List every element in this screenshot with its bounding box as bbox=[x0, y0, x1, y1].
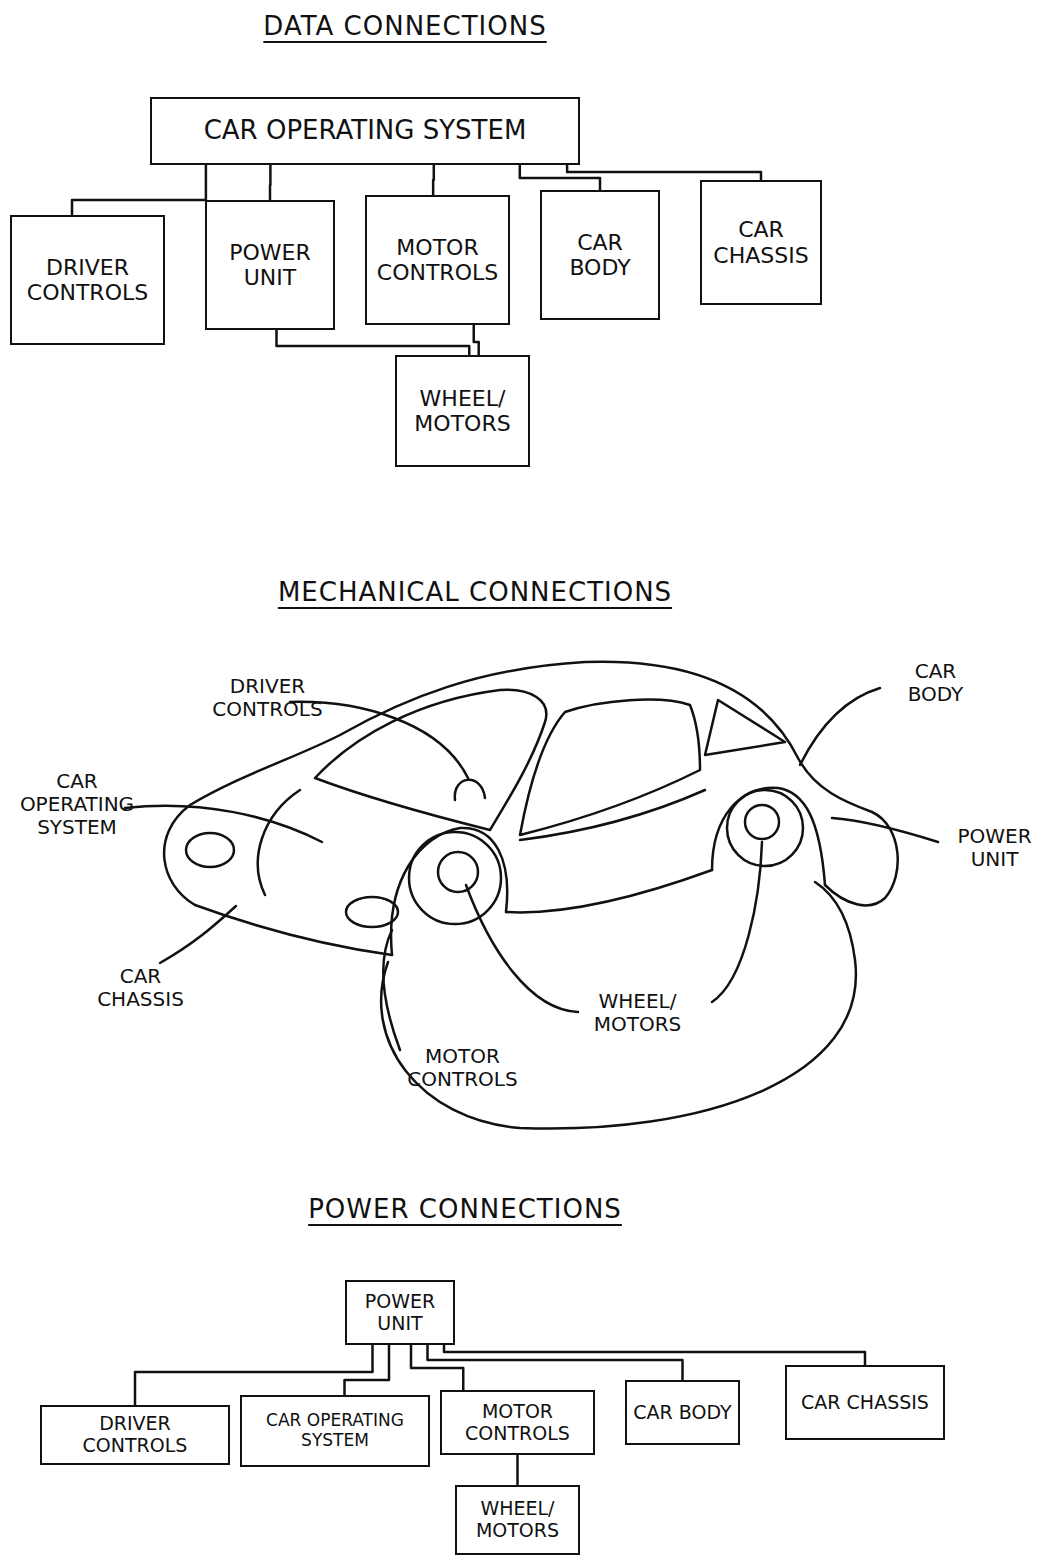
connector-line bbox=[428, 1345, 683, 1380]
connector-line bbox=[474, 325, 479, 355]
car-lower-edge bbox=[506, 870, 712, 912]
connector-line bbox=[345, 1345, 390, 1395]
leader-line bbox=[125, 806, 322, 842]
front-hub bbox=[438, 852, 478, 892]
part-label: CAR CHASSIS bbox=[78, 965, 203, 1011]
part-label: POWER UNIT bbox=[942, 825, 1047, 871]
box-label: POWER UNIT bbox=[213, 240, 327, 291]
connector-line bbox=[72, 165, 206, 215]
box-label: DRIVER CONTROLS bbox=[48, 1413, 222, 1457]
rear-wheel bbox=[727, 790, 803, 866]
box-label: DRIVER CONTROLS bbox=[18, 255, 157, 306]
part-label: DRIVER CONTROLS bbox=[205, 675, 330, 721]
connector-line bbox=[567, 165, 761, 180]
box-label: CAR OPERATING SYSTEM bbox=[248, 1411, 422, 1450]
component-box: WHEEL/ MOTORS bbox=[455, 1485, 580, 1555]
box-label: CAR OPERATING SYSTEM bbox=[204, 116, 527, 146]
box-label: WHEEL/ MOTORS bbox=[403, 386, 522, 437]
component-box: CAR OPERATING SYSTEM bbox=[150, 97, 580, 165]
windshield bbox=[315, 690, 546, 830]
car-outline bbox=[164, 662, 898, 906]
rear-hub bbox=[745, 805, 779, 839]
steering-wheel bbox=[455, 780, 485, 800]
box-label: WHEEL/ MOTORS bbox=[463, 1498, 572, 1542]
part-label: WHEEL/ MOTORS bbox=[575, 990, 700, 1036]
leader-line bbox=[160, 906, 236, 963]
box-label: CAR CHASSIS bbox=[708, 217, 814, 268]
part-label: CAR BODY bbox=[888, 660, 983, 706]
part-label: MOTOR CONTROLS bbox=[385, 1045, 540, 1091]
leader-line bbox=[466, 885, 578, 1012]
connector-line bbox=[516, 1455, 519, 1485]
box-label: CAR CHASSIS bbox=[801, 1392, 929, 1414]
component-box: DRIVER CONTROLS bbox=[40, 1405, 230, 1465]
quarter-window bbox=[705, 700, 785, 755]
hood-line bbox=[258, 790, 300, 895]
box-label: POWER UNIT bbox=[353, 1291, 447, 1335]
door-line bbox=[520, 790, 705, 840]
component-box: POWER UNIT bbox=[345, 1280, 455, 1345]
component-box: MOTOR CONTROLS bbox=[365, 195, 510, 325]
component-box: DRIVER CONTROLS bbox=[10, 215, 165, 345]
component-box: CAR BODY bbox=[540, 190, 660, 320]
component-box: CAR CHASSIS bbox=[700, 180, 822, 305]
car-illustration bbox=[125, 662, 938, 1129]
connector-group bbox=[72, 165, 865, 1485]
headlight bbox=[186, 833, 234, 867]
rear-wheel-arch bbox=[712, 788, 825, 885]
section-heading: DATA CONNECTIONS bbox=[235, 12, 575, 42]
leader-line bbox=[800, 688, 880, 765]
component-box: POWER UNIT bbox=[205, 200, 335, 330]
part-label: CAR OPERATING SYSTEM bbox=[2, 770, 152, 839]
component-box: CAR OPERATING SYSTEM bbox=[240, 1395, 430, 1467]
section-heading: MECHANICAL CONNECTIONS bbox=[240, 578, 710, 608]
car-lower-edge bbox=[195, 905, 392, 955]
front-wheel bbox=[409, 832, 501, 924]
box-label: CAR BODY bbox=[548, 230, 652, 281]
side-window bbox=[520, 700, 700, 835]
box-label: MOTOR CONTROLS bbox=[448, 1401, 587, 1445]
connector-line bbox=[432, 165, 435, 195]
component-box: MOTOR CONTROLS bbox=[440, 1390, 595, 1455]
headlight bbox=[346, 897, 398, 927]
leader-line bbox=[712, 842, 762, 1002]
box-label: CAR BODY bbox=[633, 1402, 731, 1424]
connector-line bbox=[520, 165, 600, 190]
connector-line bbox=[269, 165, 272, 200]
section-heading: POWER CONNECTIONS bbox=[285, 1195, 645, 1225]
box-label: MOTOR CONTROLS bbox=[373, 235, 502, 286]
leader-line bbox=[381, 882, 856, 1129]
component-box: CAR BODY bbox=[625, 1380, 740, 1445]
component-box: CAR CHASSIS bbox=[785, 1365, 945, 1440]
component-box: WHEEL/ MOTORS bbox=[395, 355, 530, 467]
connector-line bbox=[277, 330, 470, 355]
connector-line bbox=[444, 1345, 865, 1365]
leader-line bbox=[832, 818, 938, 842]
